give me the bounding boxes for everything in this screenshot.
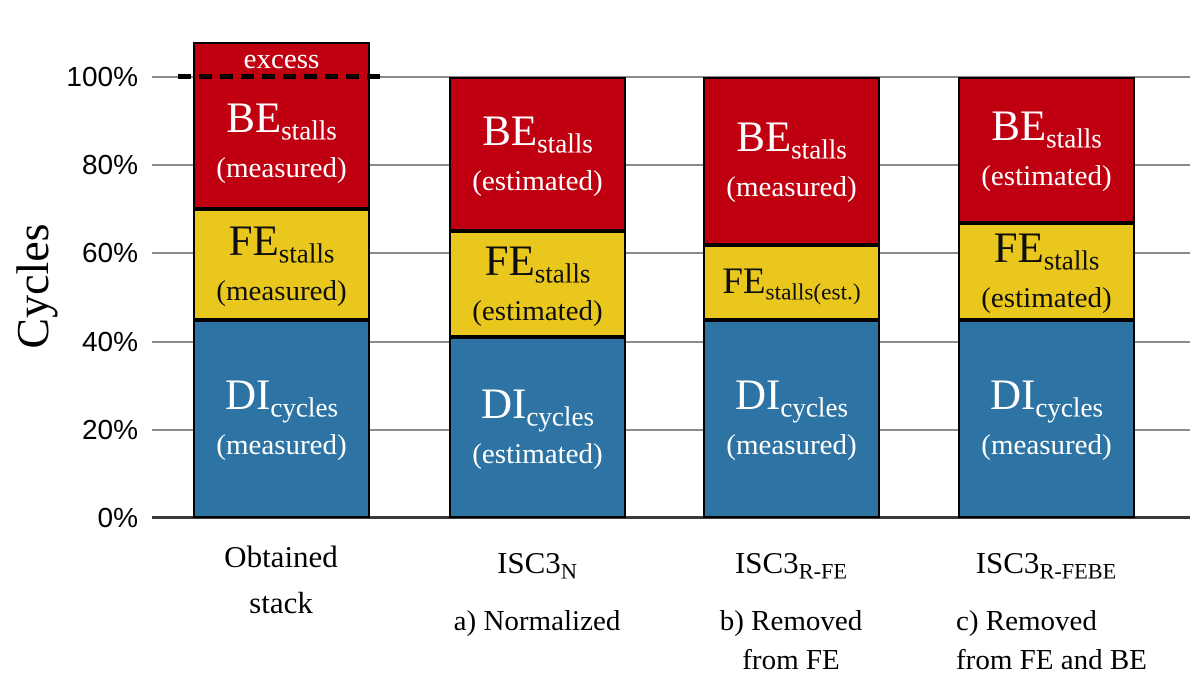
x-tick-obtained-stack: Obtained stack: [224, 539, 338, 620]
x-axis-line: [152, 516, 1190, 519]
segment-note: (measured): [216, 152, 347, 185]
segment-label: FEstalls: [484, 237, 591, 289]
segment-note: (measured): [981, 429, 1112, 462]
segment-label: DIcycles: [989, 372, 1104, 423]
gridline-60: [152, 252, 1190, 254]
bar-obtained-stack: excess BEstalls (measured) FEstalls (mea…: [193, 0, 370, 518]
gridline-100: [152, 76, 1190, 78]
segment-be-stalls: BEstalls (measured): [703, 77, 880, 245]
bar-isc3-r-febe: BEstalls (estimated) FEstalls (estimated…: [958, 0, 1135, 518]
segment-be-stalls: BEstalls (estimated): [958, 77, 1135, 223]
segment-fe-stalls: FEstalls(est.): [703, 244, 880, 320]
segment-note: (estimated): [981, 281, 1112, 314]
segment-di-cycles: DIcycles (measured): [958, 319, 1135, 518]
caption-b-removed-from-fe: b) Removed from FE: [719, 605, 863, 676]
y-tick-20: 20%: [81, 414, 138, 445]
segment-note: (measured): [726, 171, 857, 204]
segment-note: (measured): [216, 275, 347, 308]
segment-label: DIcycles: [734, 372, 849, 423]
dashed-100pct-line: [178, 74, 388, 79]
segment-note: (measured): [216, 429, 347, 462]
bar-isc3-n: BEstalls (estimated) FEstalls (estimated…: [449, 0, 626, 518]
y-tick-80: 80%: [81, 149, 138, 180]
segment-note: (measured): [726, 429, 857, 462]
segment-be-stalls: excess BEstalls (measured): [193, 41, 370, 210]
segment-note: (estimated): [981, 160, 1112, 193]
segment-label: DIcycles: [224, 372, 339, 423]
segment-note: (estimated): [472, 438, 603, 471]
segment-label: FEstalls: [993, 224, 1100, 276]
segment-label: DIcycles: [480, 381, 595, 432]
segment-di-cycles: DIcycles (measured): [703, 319, 880, 518]
segment-fe-stalls: FEstalls (measured): [193, 209, 370, 320]
y-tick-40: 40%: [81, 326, 138, 357]
segment-label: BEstalls: [482, 107, 593, 159]
y-tick-60: 60%: [81, 237, 138, 268]
segment-label: FEstalls(est.): [722, 261, 861, 306]
segment-label: FEstalls: [228, 218, 335, 269]
gridline-20: [152, 429, 1190, 431]
segment-di-cycles: DIcycles (measured): [193, 319, 370, 518]
segment-label: BEstalls: [226, 95, 337, 146]
x-tick-isc3-n: ISC3N: [497, 545, 577, 584]
segment-note: (estimated): [472, 164, 603, 197]
x-tick-isc3-r-febe: ISC3R-FEBE: [975, 545, 1117, 584]
y-tick-100: 100%: [66, 61, 138, 92]
segment-label: BEstalls: [991, 103, 1102, 154]
segment-di-cycles: DIcycles (estimated): [449, 337, 626, 518]
gridline-40: [152, 341, 1190, 343]
segment-note: (estimated): [472, 294, 603, 327]
y-tick-0: 0%: [97, 502, 138, 533]
y-axis-title: Cycles: [7, 223, 58, 349]
bar-isc3-r-fe: BEstalls (measured) FEstalls(est.) DIcyc…: [703, 0, 880, 518]
gridline-80: [152, 164, 1190, 166]
segment-fe-stalls: FEstalls (estimated): [958, 222, 1135, 320]
caption-c-removed-from-fe-and-be: c) Removed from FE and BE: [956, 605, 1147, 676]
x-tick-isc3-r-fe: ISC3R-FE: [734, 545, 848, 584]
segment-fe-stalls: FEstalls (estimated): [449, 231, 626, 338]
segment-be-stalls: BEstalls (estimated): [449, 77, 626, 232]
segment-label: BEstalls: [736, 114, 847, 166]
caption-a-normalized: a) Normalized: [453, 605, 621, 637]
excess-label: excess: [243, 43, 320, 76]
